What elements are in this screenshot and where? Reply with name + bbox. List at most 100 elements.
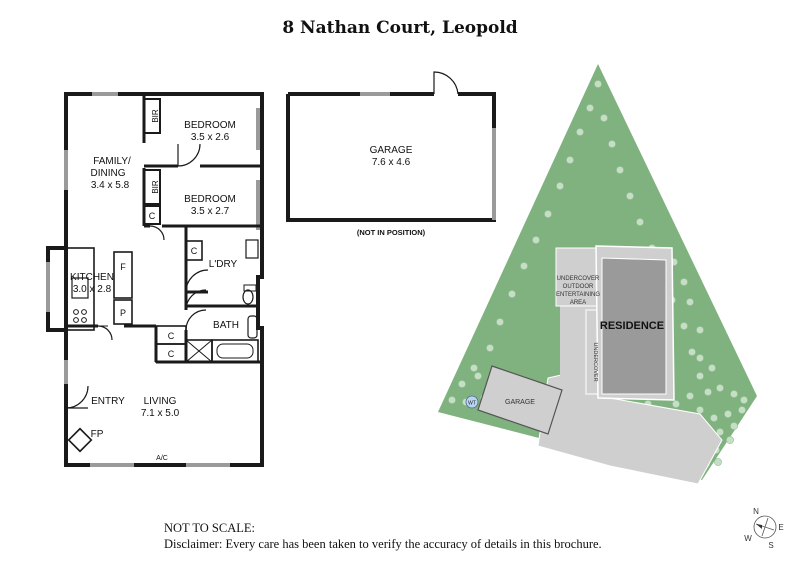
disclaimer: NOT TO SCALE: Disclaimer: Every care has… xyxy=(164,520,602,552)
tree xyxy=(508,290,516,298)
entry-label: ENTRY xyxy=(91,396,125,407)
house-labels: BEDROOM 3.5 x 2.6 BEDROOM 3.5 x 2.7 FAMI… xyxy=(70,109,239,462)
page-title: 8 Nathan Court, Leopold xyxy=(282,18,518,38)
tree xyxy=(686,392,694,400)
family-label-2: DINING xyxy=(91,168,126,179)
tree xyxy=(636,218,644,226)
tree xyxy=(520,262,528,270)
tree xyxy=(496,318,504,326)
disclaimer-text: Disclaimer: Every care has been taken to… xyxy=(164,537,602,551)
garage-note: (NOT IN POSITION) xyxy=(357,228,426,237)
house-plan xyxy=(46,92,264,467)
windows xyxy=(46,92,260,467)
built-in-robes xyxy=(143,98,161,225)
tree xyxy=(716,428,724,436)
site-labels: UNDERCOVER OUTDOOR ENTERTAINING AREA UND… xyxy=(505,276,664,406)
tree xyxy=(740,396,748,404)
garage-size: 7.6 x 4.6 xyxy=(372,157,411,168)
tree xyxy=(738,406,746,414)
bedroom2-size: 3.5 x 2.7 xyxy=(191,206,230,217)
site-garage-label: GARAGE xyxy=(505,399,535,406)
tree xyxy=(626,192,634,200)
tree xyxy=(544,210,552,218)
cupboard-label-4: C xyxy=(168,349,175,359)
compass: N E S W xyxy=(744,507,783,550)
kitchen-label: KITCHEN xyxy=(70,272,114,283)
cupboard-label-3: C xyxy=(168,331,175,341)
not-to-scale: NOT TO SCALE: xyxy=(164,521,255,535)
tree xyxy=(696,326,704,334)
family-size: 3.4 x 5.8 xyxy=(91,180,130,191)
tree xyxy=(714,458,722,466)
tree xyxy=(704,388,712,396)
tree xyxy=(680,278,688,286)
outdoor-label-2: OUTDOOR xyxy=(563,284,594,290)
outdoor-label-4: AREA xyxy=(570,300,586,306)
tree xyxy=(672,400,680,408)
water-tank xyxy=(465,395,479,409)
ac-label: A/C xyxy=(156,455,168,462)
fireplace-label: FP xyxy=(91,429,104,440)
tree xyxy=(730,422,738,430)
living-size: 7.1 x 5.0 xyxy=(141,408,180,419)
tree xyxy=(600,114,608,122)
tree xyxy=(726,436,734,444)
tree xyxy=(708,364,716,372)
bath-label: BATH xyxy=(213,320,239,331)
outdoor-label-3: ENTERTAINING xyxy=(556,292,600,298)
tree xyxy=(594,80,602,88)
bir-label-2: BIR xyxy=(151,180,160,194)
family-arrow xyxy=(94,325,108,327)
tree xyxy=(576,128,584,136)
tree xyxy=(474,372,482,380)
bedroom2-label: BEDROOM xyxy=(184,194,236,205)
tree xyxy=(688,348,696,356)
cupboard-label-2: C xyxy=(191,246,198,256)
garage-label: GARAGE xyxy=(370,145,413,156)
residence-label: RESIDENCE xyxy=(600,320,664,332)
garage-door-swing xyxy=(433,71,459,95)
tree xyxy=(470,364,478,372)
compass-n: N xyxy=(753,507,759,516)
living-label: LIVING xyxy=(144,396,177,407)
tree xyxy=(696,372,704,380)
tree xyxy=(680,322,688,330)
water-tank-label: WT xyxy=(468,401,476,407)
garage-labels: GARAGE 7.6 x 4.6 (NOT IN POSITION) xyxy=(357,145,426,237)
tree xyxy=(616,166,624,174)
wet-area-fixtures xyxy=(155,239,259,363)
kitchen-bump-wall xyxy=(46,246,66,332)
kitchen-size: 3.0 x 2.8 xyxy=(73,284,112,295)
tree xyxy=(556,182,564,190)
tree xyxy=(566,156,574,164)
tree xyxy=(724,410,732,418)
compass-s: S xyxy=(768,541,773,550)
pantry-label: P xyxy=(120,308,126,318)
tree xyxy=(458,380,466,388)
garage-plan xyxy=(286,71,496,222)
undercover-label: UNDERCOVER xyxy=(592,342,598,381)
tree xyxy=(532,236,540,244)
tree xyxy=(486,344,494,352)
family-label-1: FAMILY/ xyxy=(93,156,131,167)
tree xyxy=(696,354,704,362)
kitchen-joinery xyxy=(65,247,133,331)
tree xyxy=(710,414,718,422)
site-garage xyxy=(477,365,563,435)
residence-roof xyxy=(601,257,667,395)
tree xyxy=(448,396,456,404)
tree xyxy=(608,140,616,148)
cupboard-label-1: C xyxy=(149,211,156,221)
site-plan: WT UNDERCOVER OUTDOOR ENTERTAINING AREA … xyxy=(438,64,757,485)
bedroom1-label: BEDROOM xyxy=(184,120,236,131)
compass-pointer xyxy=(756,524,762,529)
tree xyxy=(686,298,694,306)
fireplace xyxy=(67,427,93,453)
tree xyxy=(730,390,738,398)
tree xyxy=(586,104,594,112)
compass-w: W xyxy=(744,534,752,543)
tree xyxy=(696,406,704,414)
outdoor-label-1: UNDERCOVER xyxy=(557,276,600,282)
bedroom1-size: 3.5 x 2.6 xyxy=(191,132,230,143)
